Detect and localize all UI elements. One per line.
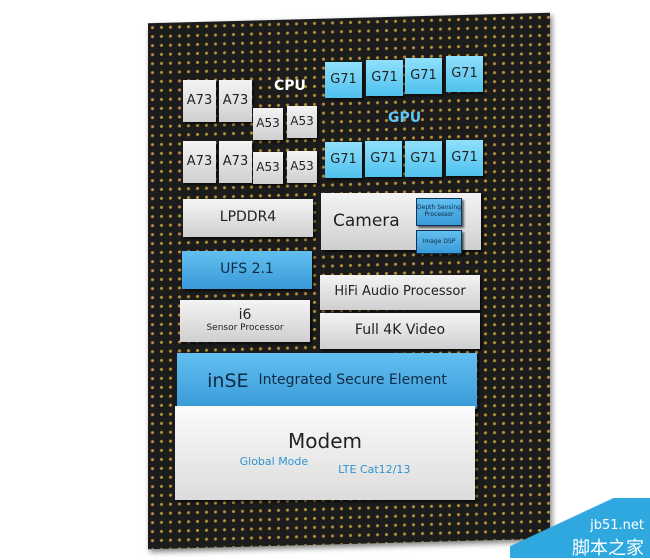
cpu-core-a53: A53 [287,106,317,138]
cpu-core-a73: A73 [219,141,252,183]
cpu-core-a73: A73 [219,80,252,122]
modem-global-mode: Global Mode [239,454,309,468]
watermark: jb51.net 脚本之家 [510,498,650,559]
inse-title: inSE [207,369,249,392]
gpu-core-g71: G71 [405,141,442,177]
image-dsp: Image DSP [416,230,462,254]
gpu-core-g71: G71 [405,58,442,94]
ufs-block: UFS 2.1 [182,251,312,289]
gpu-label: GPU [388,110,422,126]
modem-title: Modem [288,428,362,453]
inse-block: inSE Integrated Secure Element [177,353,477,409]
inse-subtitle: Integrated Secure Element [258,372,447,389]
cpu-core-a53: A53 [253,152,283,184]
lpddr4-block: LPDDR4 [183,199,313,237]
hifi-audio-block: HiFi Audio Processor [320,275,480,310]
watermark-name: 脚本之家 [572,538,644,559]
gpu-core-g71: G71 [446,140,483,176]
modem-lte: LTE Cat12/13 [338,462,411,476]
i6-title: i6 [238,307,252,324]
gpu-core-g71: G71 [366,60,403,96]
gpu-core-g71: G71 [325,62,362,98]
i6-sensor-block: i6 Sensor Processor [180,300,310,342]
modem-block: Modem Global Mode LTE Cat12/13 [175,406,475,500]
cpu-core-a53: A53 [287,151,317,183]
cpu-core-a73: A73 [183,141,216,183]
i6-subtitle: Sensor Processor [206,322,284,333]
depth-sensing-processor: Depth Sensing Processor [416,198,462,226]
cpu-core-a53: A53 [253,108,283,140]
gpu-core-g71: G71 [446,56,483,92]
cpu-label: CPU [274,78,306,94]
video-block: Full 4K Video [320,313,480,349]
gpu-core-g71: G71 [365,141,402,177]
watermark-domain: jb51.net [590,518,644,533]
gpu-core-g71: G71 [325,142,362,178]
cpu-core-a73: A73 [183,80,216,122]
